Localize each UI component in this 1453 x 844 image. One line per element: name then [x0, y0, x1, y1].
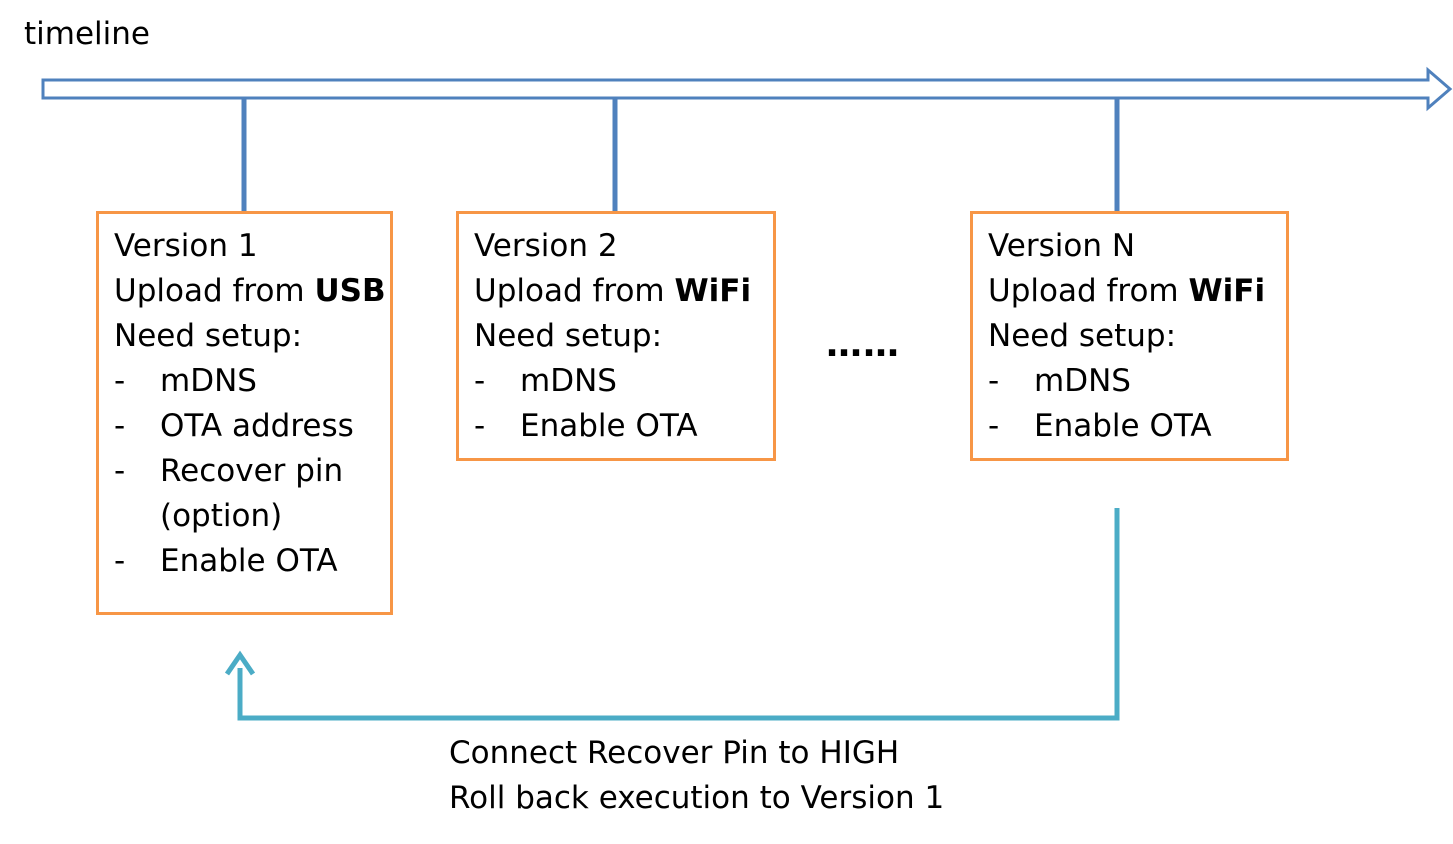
rollback-line-2: Roll back execution to Version 1: [449, 780, 945, 816]
setup-item-text: Enable OTA: [520, 408, 698, 444]
version-n-box: Version N Upload from WiFi Need setup: -…: [970, 211, 1289, 461]
setup-item: -mDNS: [988, 359, 1286, 404]
setup-item-text: Recover pin: [160, 453, 344, 489]
version-title: Version N: [988, 228, 1136, 264]
setup-item: (option): [114, 494, 390, 539]
bullet-dash: -: [988, 363, 1000, 399]
version-title: Version 1: [114, 228, 258, 264]
setup-item: -Enable OTA: [988, 404, 1286, 449]
setup-item-text: Enable OTA: [1034, 408, 1212, 444]
bullet-dash: -: [114, 543, 126, 579]
rollback-line-1: Connect Recover Pin to HIGH: [449, 735, 900, 771]
timeline-label: timeline: [24, 16, 150, 52]
setup-item: -Enable OTA: [114, 539, 390, 584]
bullet-dash: -: [114, 363, 126, 399]
setup-item: -mDNS: [114, 359, 390, 404]
rollback-arrow-head: [224, 650, 256, 676]
bullet-dash: -: [474, 408, 486, 444]
upload-source: WiFi: [1188, 273, 1266, 309]
version-2-box: Version 2 Upload from WiFi Need setup: -…: [456, 211, 776, 461]
setup-item-text: (option): [160, 498, 283, 534]
upload-prefix: Upload from: [114, 273, 315, 309]
upload-prefix: Upload from: [988, 273, 1189, 309]
version-title: Version 2: [474, 228, 618, 264]
version-1-box: Version 1 Upload from USB Need setup: -m…: [96, 211, 393, 615]
bullet-dash: [114, 494, 160, 539]
setup-label: Need setup:: [114, 318, 303, 354]
bullet-dash: -: [114, 408, 126, 444]
setup-item: -OTA address: [114, 404, 390, 449]
setup-label: Need setup:: [988, 318, 1177, 354]
rollback-caption: Connect Recover Pin to HIGH Roll back ex…: [449, 731, 944, 821]
upload-line: Upload from WiFi: [988, 269, 1286, 314]
upload-source: WiFi: [674, 273, 752, 309]
ellipsis: ……: [826, 324, 900, 365]
bullet-dash: -: [114, 453, 126, 489]
upload-line: Upload from WiFi: [474, 269, 773, 314]
setup-item-text: Enable OTA: [160, 543, 338, 579]
setup-item-text: mDNS: [1034, 363, 1131, 399]
setup-item: -Enable OTA: [474, 404, 773, 449]
setup-item-text: OTA address: [160, 408, 354, 444]
setup-label: Need setup:: [474, 318, 663, 354]
setup-item: -Recover pin: [114, 449, 390, 494]
bullet-dash: -: [988, 408, 1000, 444]
bullet-dash: -: [474, 363, 486, 399]
upload-prefix: Upload from: [474, 273, 675, 309]
upload-source: USB: [314, 273, 386, 309]
setup-item-text: mDNS: [520, 363, 617, 399]
upload-line: Upload from USB: [114, 269, 390, 314]
setup-item: -mDNS: [474, 359, 773, 404]
rollback-arrow-line: [237, 508, 1120, 721]
setup-item-text: mDNS: [160, 363, 257, 399]
timeline-arrow: [41, 66, 1453, 112]
